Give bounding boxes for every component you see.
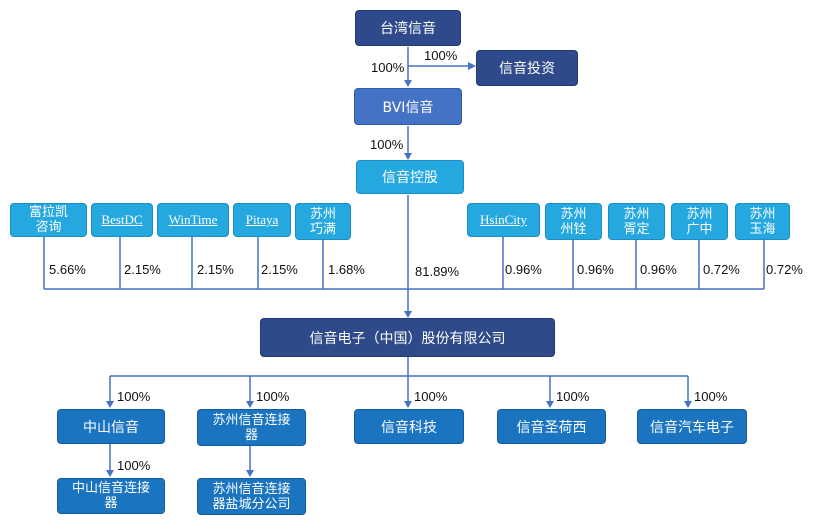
node-label-line2: 器盐城分公司 bbox=[212, 496, 291, 512]
node-label-line2: 巧满 bbox=[309, 221, 336, 237]
node-xinyin-konggu: 信音控股 bbox=[356, 160, 464, 194]
node-suzhou-yuhai: 苏州 玉海 bbox=[735, 203, 790, 240]
node-label-line1: 苏州 bbox=[309, 206, 336, 222]
node-suzhou-connector: 苏州信音连接 器 bbox=[197, 409, 306, 446]
node-xinyin-keji: 信音科技 bbox=[354, 409, 464, 444]
node-hsincity: HsinCity bbox=[467, 203, 540, 237]
node-label-line2: 广中 bbox=[686, 221, 713, 237]
node-label: 信音圣荷西 bbox=[516, 419, 587, 436]
pct-to-keji: 100% bbox=[414, 389, 448, 404]
node-label: WinTime bbox=[168, 212, 218, 227]
node-label: HsinCity bbox=[480, 212, 527, 227]
pct-konggu: 81.89% bbox=[415, 264, 460, 279]
node-bestdc: BestDC bbox=[91, 203, 153, 237]
pct-to-zhongshan: 100% bbox=[117, 389, 151, 404]
pct-bvi-konggu: 100% bbox=[370, 137, 404, 152]
pct-to-qiche: 100% bbox=[694, 389, 728, 404]
node-label: 信音科技 bbox=[381, 419, 437, 436]
node-xinyin-qiche: 信音汽车电子 bbox=[637, 409, 747, 444]
pct-taiwan-bvi: 100% bbox=[371, 60, 405, 75]
node-bvi-xinyin: BVI信音 bbox=[354, 88, 462, 125]
arrowhead-zhongshan-connector bbox=[106, 470, 114, 477]
arrowhead-main bbox=[404, 311, 412, 318]
node-label-line2: 咨询 bbox=[35, 220, 62, 235]
node-label: 中山信音 bbox=[83, 419, 139, 436]
pct-bestdc: 2.15% bbox=[124, 262, 161, 277]
node-zhongshan-connector: 中山信音连接 器 bbox=[57, 478, 165, 514]
node-label: 台湾信音 bbox=[380, 21, 436, 37]
node-label-line2: 胥定 bbox=[623, 221, 650, 237]
node-label: 信音电子（中国）股份有限公司 bbox=[309, 330, 506, 347]
arrowhead-suzhou-connector bbox=[246, 401, 254, 408]
pct-zhouquan: 0.96% bbox=[577, 262, 614, 277]
node-label: BestDC bbox=[101, 212, 143, 227]
node-suzhou-qiaoman: 苏州 巧满 bbox=[295, 203, 351, 240]
node-xinyin-touzi: 信音投资 bbox=[476, 50, 578, 86]
arrowhead-zhongshan bbox=[106, 401, 114, 408]
arrowhead-qiche bbox=[684, 401, 692, 408]
node-label-line2: 器 bbox=[244, 427, 258, 443]
node-suzhou-xuding: 苏州 胥定 bbox=[608, 203, 665, 240]
node-label-line1: 苏州 bbox=[686, 206, 713, 222]
pct-pitaya: 2.15% bbox=[261, 262, 298, 277]
node-label-line1: 苏州信音连接 bbox=[212, 481, 291, 497]
arrowhead-bvi bbox=[404, 80, 412, 87]
node-wintime: WinTime bbox=[157, 203, 229, 237]
pct-zhongshan-to-connector: 100% bbox=[117, 458, 151, 473]
node-label-line1: 苏州 bbox=[623, 206, 650, 222]
node-main-company: 信音电子（中国）股份有限公司 bbox=[260, 318, 555, 357]
node-xinyin-shenghexi: 信音圣荷西 bbox=[497, 409, 606, 444]
arrowhead-touzi bbox=[468, 62, 476, 70]
node-label-line2: 州铨 bbox=[560, 221, 587, 237]
pct-wintime: 2.15% bbox=[197, 262, 234, 277]
pct-guangzhong: 0.72% bbox=[703, 262, 740, 277]
pct-to-shenghexi: 100% bbox=[556, 389, 590, 404]
pct-hsincity: 0.96% bbox=[505, 262, 542, 277]
node-label-line1: 富拉凯 bbox=[28, 205, 68, 220]
arrowhead-keji bbox=[404, 401, 412, 408]
node-zhongshan-xinyin: 中山信音 bbox=[57, 409, 165, 444]
node-label-line1: 苏州 bbox=[749, 206, 776, 222]
pct-to-suzhou-connector: 100% bbox=[256, 389, 290, 404]
node-label-line1: 苏州信音连接 bbox=[212, 412, 291, 428]
pct-qiaoman: 1.68% bbox=[328, 262, 365, 277]
node-suzhou-guangzhong: 苏州 广中 bbox=[671, 203, 728, 240]
node-label-line1: 苏州 bbox=[560, 206, 587, 222]
pct-taiwan-touzi: 100% bbox=[424, 48, 458, 63]
arrowhead-yancheng-branch bbox=[246, 470, 254, 477]
node-taiwan-xinyin: 台湾信音 bbox=[355, 10, 461, 46]
node-label-line1: 中山信音连接 bbox=[71, 481, 150, 496]
node-suzhou-zhouquan: 苏州 州铨 bbox=[545, 203, 602, 240]
node-label: 信音投资 bbox=[499, 61, 555, 77]
pct-fulakai: 5.66% bbox=[49, 262, 86, 277]
node-label: 信音汽车电子 bbox=[650, 419, 734, 436]
node-label-line2: 玉海 bbox=[749, 221, 776, 237]
pct-yuhai: 0.72% bbox=[766, 262, 803, 277]
node-label-line2: 器 bbox=[104, 496, 118, 511]
node-pitaya: Pitaya bbox=[233, 203, 291, 237]
node-label: BVI信音 bbox=[382, 99, 434, 116]
arrowhead-konggu bbox=[404, 153, 412, 160]
node-label: Pitaya bbox=[245, 212, 279, 227]
node-fulakai: 富拉凯 咨询 bbox=[10, 203, 87, 237]
node-yancheng-branch: 苏州信音连接 器盐城分公司 bbox=[197, 478, 306, 515]
arrowhead-shenghexi bbox=[546, 401, 554, 408]
pct-xuding: 0.96% bbox=[640, 262, 677, 277]
node-label: 信音控股 bbox=[382, 170, 438, 186]
